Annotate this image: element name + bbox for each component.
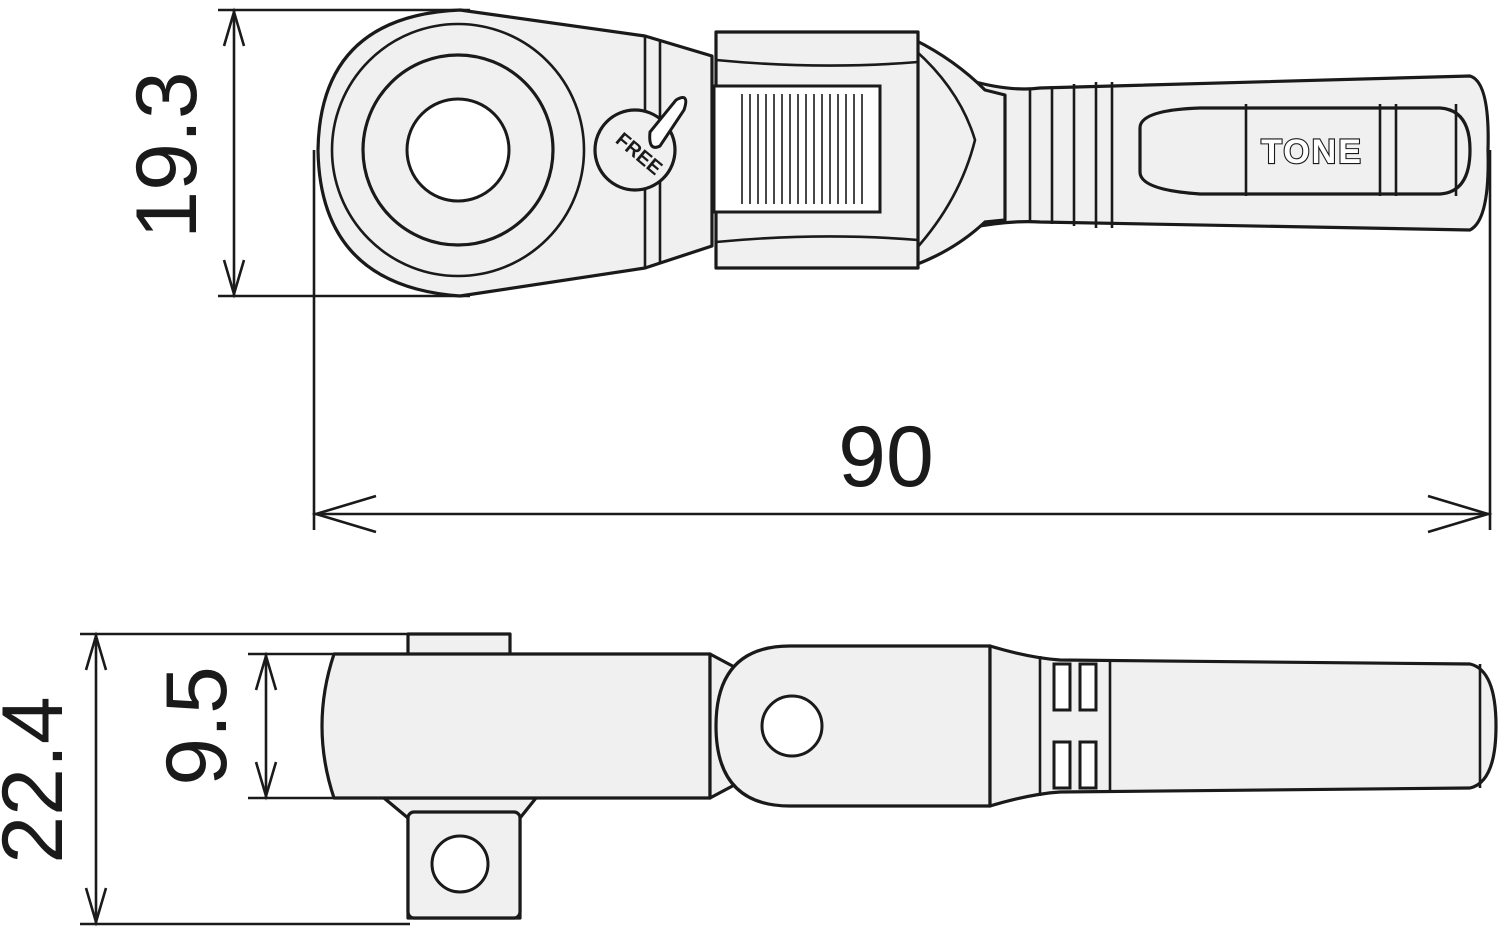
- grip-slot-upper-right: [1078, 662, 1098, 712]
- ratchet-head-top: FREE: [316, 8, 714, 298]
- dimension-overall-length: 90: [311, 150, 1493, 534]
- side-view: 22.4 9.5: [0, 631, 1498, 927]
- top-view: TONE FREE: [119, 7, 1493, 534]
- ratchet-head-side: [320, 632, 712, 800]
- dimension-head-height: 19.3: [119, 7, 470, 299]
- dimension-label-9-5: 9.5: [149, 666, 245, 786]
- grip-slot-lower-right: [1078, 740, 1098, 790]
- flex-joint-top: [712, 30, 1007, 270]
- handle-side: [988, 644, 1498, 808]
- dimension-label-22-4: 22.4: [0, 696, 81, 863]
- square-drive: [382, 796, 538, 920]
- dimension-label-90: 90: [838, 409, 934, 505]
- dimension-overall-height: 22.4: [0, 631, 510, 927]
- flex-joint-side: [708, 644, 992, 808]
- dimension-label-19-3: 19.3: [119, 71, 215, 238]
- knurl-lines: [741, 94, 863, 204]
- handle-top: TONE: [966, 74, 1490, 232]
- dimension-head-thickness: 9.5: [149, 651, 340, 801]
- grip-slot-lower-left: [1052, 740, 1072, 790]
- brand-label: TONE: [1261, 133, 1363, 171]
- grip-slot-upper-left: [1052, 662, 1072, 712]
